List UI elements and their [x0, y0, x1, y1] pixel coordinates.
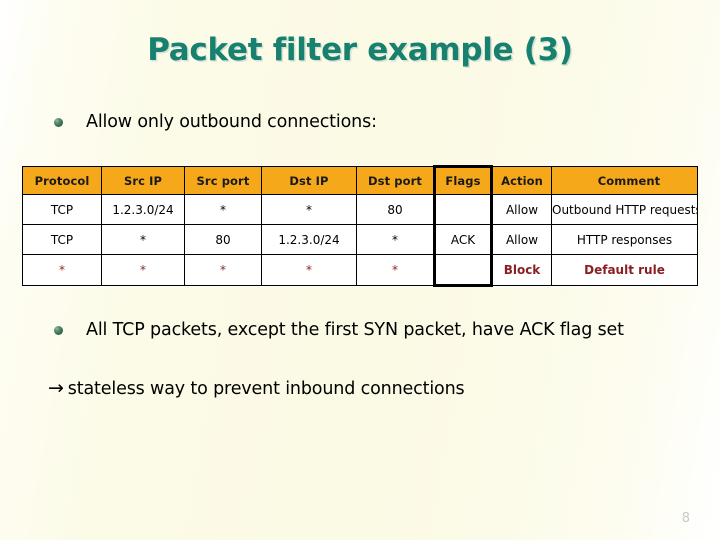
- conclusion-label: stateless way to prevent inbound connect…: [67, 379, 465, 399]
- table-row: TCP 1.2.3.0/24 * * 80 Allow Outbound HTT…: [22, 194, 698, 225]
- table-row: TCP * 80 1.2.3.0/24 * ACK Allow HTTP res…: [22, 224, 698, 255]
- column-header-action: Action: [491, 166, 552, 195]
- cell-src-ip: *: [101, 224, 185, 255]
- table-header-row: Protocol Src IP Src port Dst IP Dst port…: [22, 165, 698, 195]
- cell-protocol: *: [22, 254, 102, 286]
- cell-dst-port: 80: [356, 194, 435, 225]
- cell-src-ip: 1.2.3.0/24: [101, 194, 185, 225]
- packet-filter-rules-table: Protocol Src IP Src port Dst IP Dst port…: [22, 165, 698, 287]
- page-number: 8: [681, 511, 690, 526]
- column-header-comment: Comment: [551, 166, 698, 195]
- column-header-dst-port: Dst port: [356, 166, 435, 195]
- cell-comment: Default rule: [551, 254, 698, 286]
- column-header-protocol: Protocol: [22, 166, 102, 195]
- cell-dst-port: *: [356, 254, 435, 286]
- conclusion-line: →stateless way to prevent inbound connec…: [48, 377, 465, 399]
- green-sphere-bullet-icon: [54, 118, 63, 127]
- bullet-item-intro-label: Allow only outbound connections:: [86, 112, 377, 132]
- cell-comment: Outbound HTTP requests: [551, 194, 698, 225]
- cell-dst-port: *: [356, 224, 435, 255]
- cell-action: Allow: [491, 194, 552, 225]
- cell-protocol: TCP: [22, 224, 102, 255]
- column-header-dst-ip: Dst IP: [261, 166, 357, 195]
- page-title: Packet filter example (3): [147, 32, 573, 68]
- cell-action: Block: [491, 254, 552, 286]
- cell-dst-ip: *: [261, 254, 357, 286]
- cell-dst-ip: *: [261, 194, 357, 225]
- cell-action: Allow: [491, 224, 552, 255]
- bullet-item-ack-note: All TCP packets, except the first SYN pa…: [54, 318, 674, 343]
- bullet-item-intro: Allow only outbound connections:: [54, 110, 377, 135]
- cell-comment: HTTP responses: [551, 224, 698, 255]
- cell-src-ip: *: [101, 254, 185, 286]
- cell-dst-ip: 1.2.3.0/24: [261, 224, 357, 255]
- column-header-src-ip: Src IP: [101, 166, 185, 195]
- cell-src-port: *: [184, 194, 262, 225]
- table-row: * * * * * Block Default rule: [22, 254, 698, 287]
- column-header-flags: Flags: [433, 165, 493, 195]
- right-arrow-icon: →: [48, 377, 64, 399]
- cell-src-port: 80: [184, 224, 262, 255]
- column-header-src-port: Src port: [184, 166, 262, 195]
- cell-protocol: TCP: [22, 194, 102, 225]
- cell-flags: [433, 194, 493, 225]
- cell-src-port: *: [184, 254, 262, 286]
- green-sphere-bullet-icon: [54, 326, 63, 335]
- bullet-item-ack-note-label: All TCP packets, except the first SYN pa…: [86, 320, 624, 340]
- cell-flags: ACK: [433, 224, 493, 255]
- cell-flags: [433, 254, 493, 287]
